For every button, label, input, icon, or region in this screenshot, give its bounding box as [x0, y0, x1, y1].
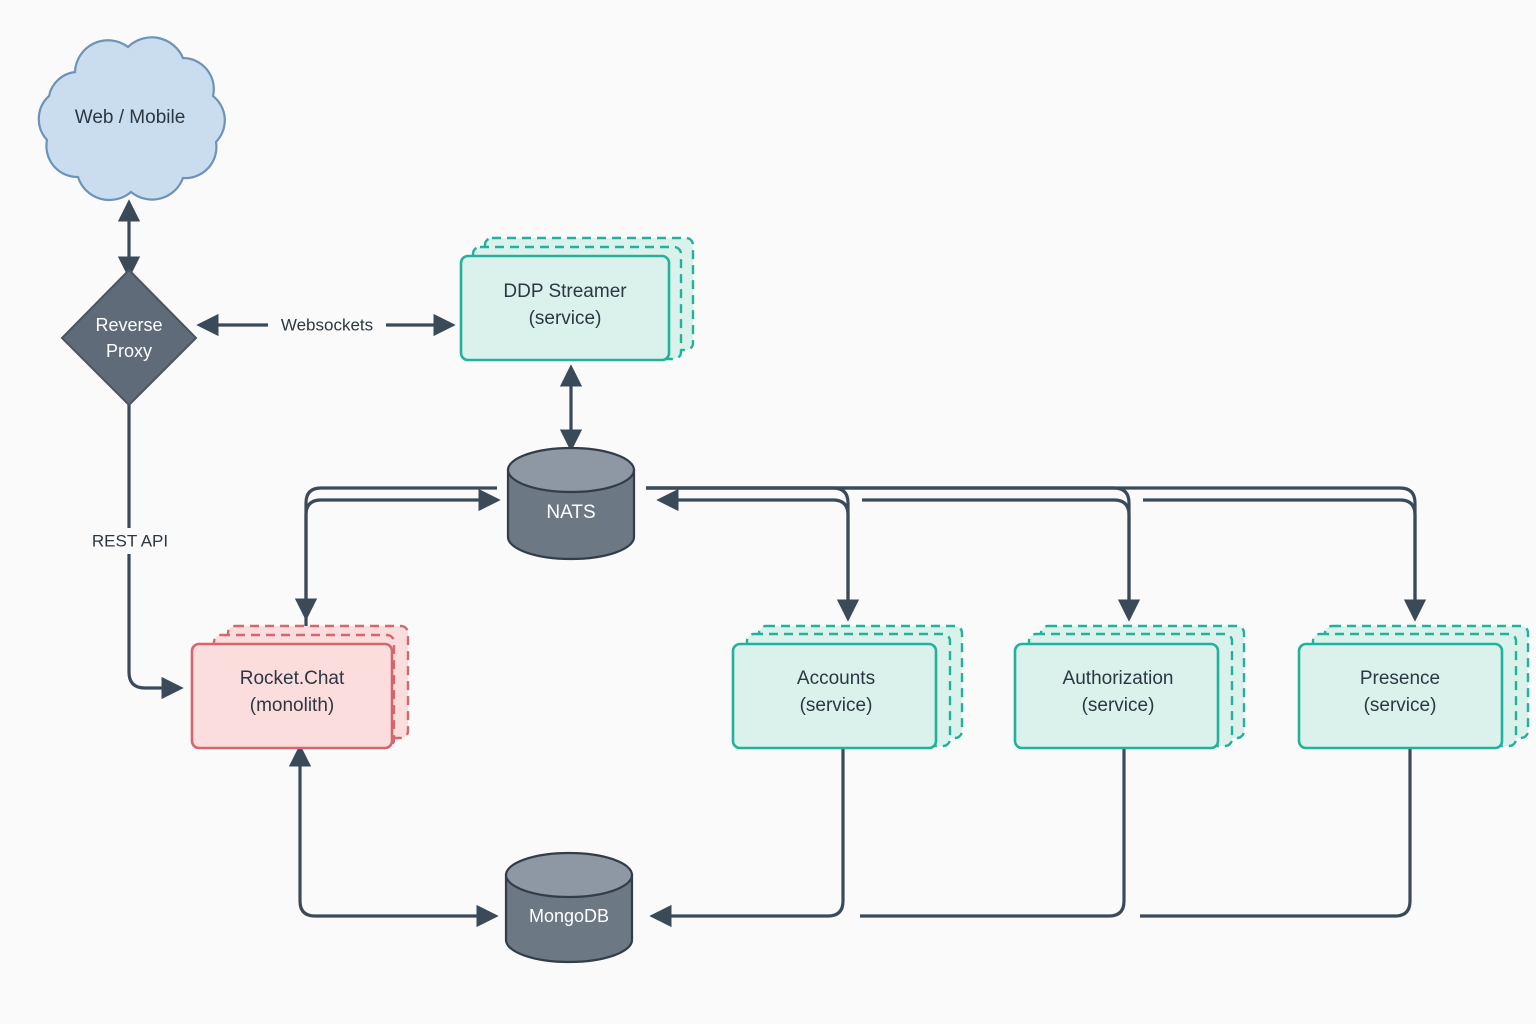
node-authorization[interactable]: Authorization (service)	[1013, 624, 1246, 750]
edge-monolith-mongodb	[288, 744, 499, 928]
edge-proxy-ddp: Websockets	[196, 312, 456, 338]
edge-accounts-mongodb	[649, 748, 845, 928]
node-presence[interactable]: Presence (service)	[1297, 624, 1530, 750]
edge-label-websockets: Websockets	[281, 315, 373, 334]
edge-nats-authorization	[646, 486, 1141, 622]
edge-nats-accounts	[646, 486, 860, 622]
nats-cylinder-top	[506, 446, 636, 494]
node-reverse-proxy[interactable]: Reverse Proxy	[60, 268, 198, 407]
authorization-box	[1013, 642, 1220, 750]
accounts-box	[731, 642, 938, 750]
edge-nats-presence	[646, 486, 1427, 622]
presence-box	[1297, 642, 1504, 750]
edge-nats-monolith	[294, 486, 497, 621]
edge-label-rest-api: REST API	[92, 531, 168, 550]
edge-label-bg-rest-api	[79, 528, 182, 554]
edge-monolith-nats	[304, 488, 501, 628]
mongodb-cylinder-body	[504, 873, 634, 964]
cloud-shape	[37, 36, 226, 202]
edge-services-nats-return	[656, 488, 850, 618]
nats-cylinder-body	[506, 468, 636, 561]
edge-label-bg-websockets	[268, 312, 386, 338]
node-mongodb[interactable]: MongoDB	[504, 851, 634, 964]
node-web-mobile[interactable]: Web / Mobile	[37, 36, 226, 202]
diamond-shape	[60, 268, 198, 407]
node-ddp-streamer[interactable]: DDP Streamer (service)	[459, 236, 695, 362]
edge-authorization-mongodb	[860, 748, 1126, 918]
ddp-streamer-box	[459, 254, 671, 362]
edge-authorization-nats-return	[862, 498, 1131, 618]
node-accounts[interactable]: Accounts (service)	[731, 624, 964, 750]
edge-proxy-monolith: REST API	[79, 400, 184, 700]
edge-presence-nats-return	[1143, 498, 1417, 618]
edge-presence-mongodb	[1140, 748, 1412, 918]
mongodb-cylinder-top	[504, 851, 634, 899]
node-nats[interactable]: NATS	[506, 446, 636, 561]
monolith-box	[190, 642, 394, 750]
node-rocket-chat-monolith[interactable]: Rocket.Chat (monolith)	[190, 624, 410, 750]
